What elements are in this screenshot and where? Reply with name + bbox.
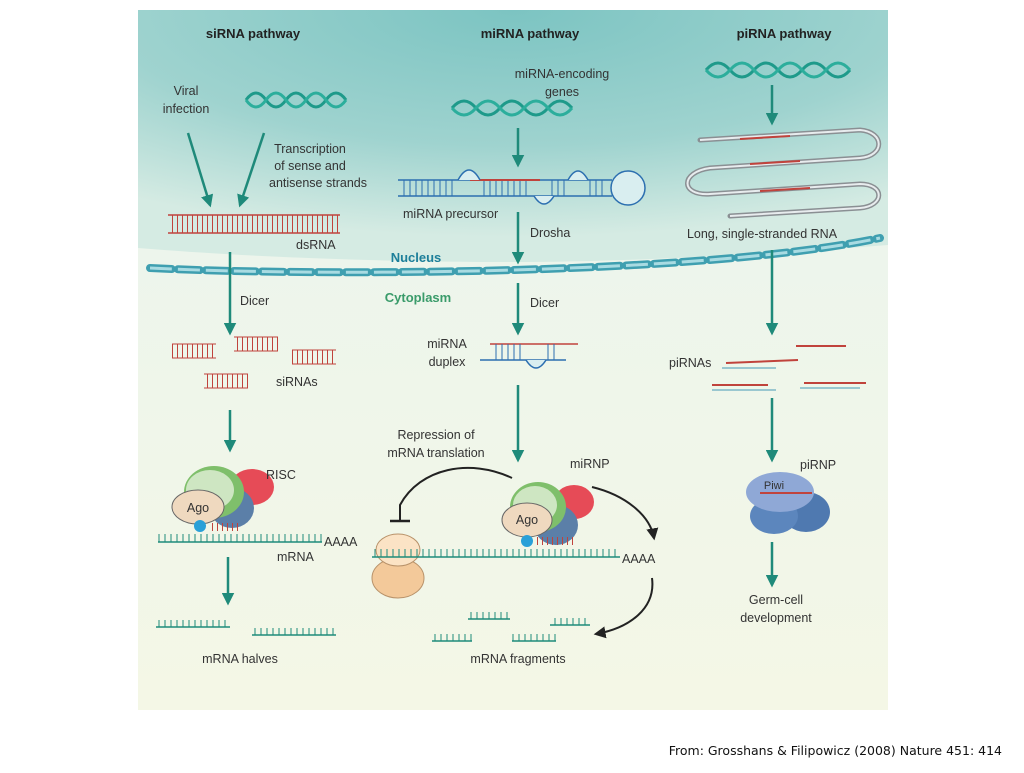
citation-text: From: Grosshans & Filipowicz (2008) Natu… bbox=[668, 743, 1002, 758]
pirnas-shapes bbox=[712, 345, 866, 391]
label-mrna: mRNA bbox=[277, 550, 314, 564]
label-strands: antisense strands bbox=[269, 176, 367, 190]
label-nucleus: Nucleus bbox=[391, 250, 442, 265]
repression-arrow bbox=[399, 466, 513, 520]
long-rna-shape bbox=[685, 127, 882, 219]
label-aaaa-mid: AAAA bbox=[622, 552, 656, 566]
dsrna-shape bbox=[168, 214, 340, 234]
label-mirna-duplex-1: miRNA bbox=[427, 337, 467, 351]
label-genes: genes bbox=[545, 85, 579, 99]
label-sirnas: siRNAs bbox=[276, 375, 318, 389]
header-mirna: miRNA pathway bbox=[481, 26, 580, 41]
mirnp-complex bbox=[501, 482, 594, 547]
dna-helix-sirna bbox=[244, 91, 348, 109]
label-repression-2: mRNA translation bbox=[387, 446, 484, 460]
ribosome bbox=[371, 533, 425, 599]
cleavage-arrow-lower bbox=[593, 577, 654, 639]
label-pirnp: piRNP bbox=[800, 458, 836, 472]
nuclear-envelope bbox=[146, 234, 884, 277]
label-viral: Viral bbox=[174, 84, 199, 98]
mrna-mid bbox=[372, 549, 620, 558]
label-germ-cell: Germ-cell bbox=[749, 593, 803, 607]
dna-helix-mirna bbox=[450, 99, 574, 117]
label-development: development bbox=[740, 611, 812, 625]
risc-complex bbox=[171, 466, 274, 532]
label-dsrna: dsRNA bbox=[296, 238, 336, 252]
label-sense-antisense: of sense and bbox=[274, 159, 346, 173]
label-cytoplasm: Cytoplasm bbox=[385, 290, 451, 305]
mrna-fragments-shapes bbox=[432, 612, 590, 642]
header-sirna: siRNA pathway bbox=[206, 26, 301, 41]
label-repression-1: Repression of bbox=[397, 428, 475, 442]
label-long-ssrna: Long, single-stranded RNA bbox=[687, 227, 838, 241]
label-mrna-fragments: mRNA fragments bbox=[470, 652, 565, 666]
label-aaaa-left: AAAA bbox=[324, 535, 358, 549]
mirna-duplex-shape bbox=[480, 343, 578, 369]
mrna-halves-shapes bbox=[156, 620, 336, 636]
nucleus-region bbox=[138, 10, 888, 262]
label-mirna-encoding: miRNA-encoding bbox=[515, 67, 610, 81]
sirnas-shapes bbox=[172, 336, 336, 389]
mrna-left bbox=[158, 534, 322, 543]
label-infection: infection bbox=[163, 102, 210, 116]
label-piwi: Piwi bbox=[764, 480, 784, 492]
header-pirna: piRNA pathway bbox=[737, 26, 833, 41]
label-mirna-duplex-2: duplex bbox=[429, 355, 467, 369]
label-dicer-left: Dicer bbox=[240, 294, 269, 308]
mirna-precursor-shape bbox=[398, 169, 646, 206]
label-mrna-halves: mRNA halves bbox=[202, 652, 278, 666]
label-drosha: Drosha bbox=[530, 226, 570, 240]
label-mirnp: miRNP bbox=[570, 457, 610, 471]
label-pirnas: piRNAs bbox=[669, 356, 711, 370]
label-transcription: Transcription bbox=[274, 142, 346, 156]
label-ago-left: Ago bbox=[187, 501, 209, 515]
label-mirna-precursor: miRNA precursor bbox=[403, 207, 498, 221]
label-risc: RISC bbox=[266, 468, 296, 482]
arrow-transcription bbox=[237, 132, 266, 208]
label-ago-mid: Ago bbox=[516, 513, 538, 527]
cleavage-arrow-upper bbox=[591, 486, 659, 541]
pirnp-complex bbox=[746, 472, 830, 534]
arrow-viral bbox=[186, 132, 214, 208]
label-dicer-mid: Dicer bbox=[530, 296, 559, 310]
